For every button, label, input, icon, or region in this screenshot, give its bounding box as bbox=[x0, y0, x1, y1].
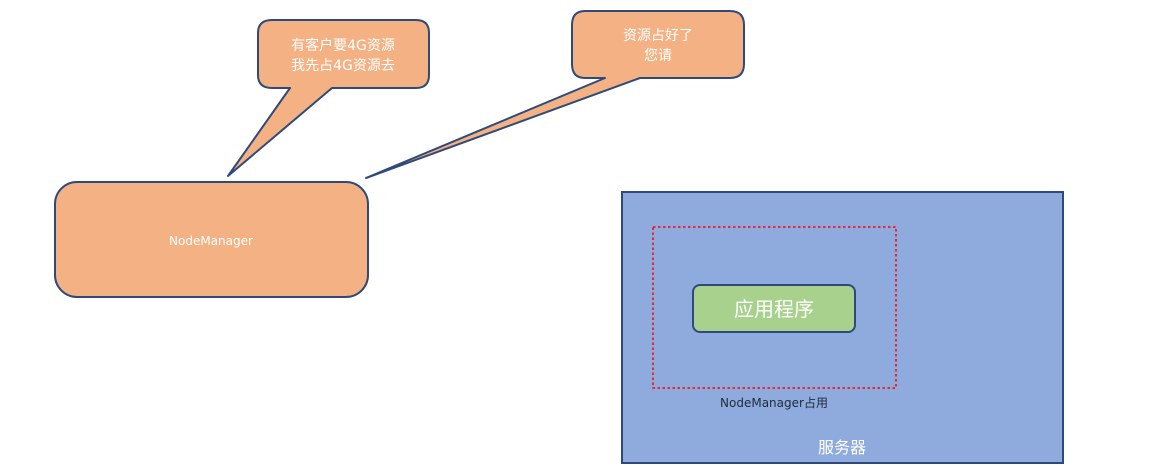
callout-left: 有客户要4G资源 我先占4G资源去 bbox=[227, 19, 430, 177]
callout-left-shape bbox=[227, 19, 430, 177]
server-label: 服务器 bbox=[818, 438, 866, 457]
reserved-area-label: NodeManager占用 bbox=[720, 395, 828, 410]
application-label: 应用程序 bbox=[734, 297, 814, 321]
callout-right-line2: 您请 bbox=[644, 47, 672, 64]
reserved-area: NodeManager占用 bbox=[652, 226, 897, 410]
callout-left-line2: 我先占4G资源去 bbox=[291, 58, 395, 74]
callout-right: 资源占好了 您请 bbox=[365, 10, 745, 179]
application-box: 应用程序 bbox=[692, 284, 856, 333]
callout-right-line1: 资源占好了 bbox=[623, 28, 693, 44]
reserved-area-border bbox=[652, 226, 897, 389]
node-manager-box: NodeManager bbox=[54, 181, 369, 298]
callout-left-line1: 有客户要4G资源 bbox=[291, 37, 395, 54]
callout-right-shape bbox=[365, 10, 745, 179]
application-shape bbox=[692, 284, 856, 333]
node-manager-label: NodeManager bbox=[169, 234, 253, 248]
node-manager-shape bbox=[54, 181, 369, 298]
